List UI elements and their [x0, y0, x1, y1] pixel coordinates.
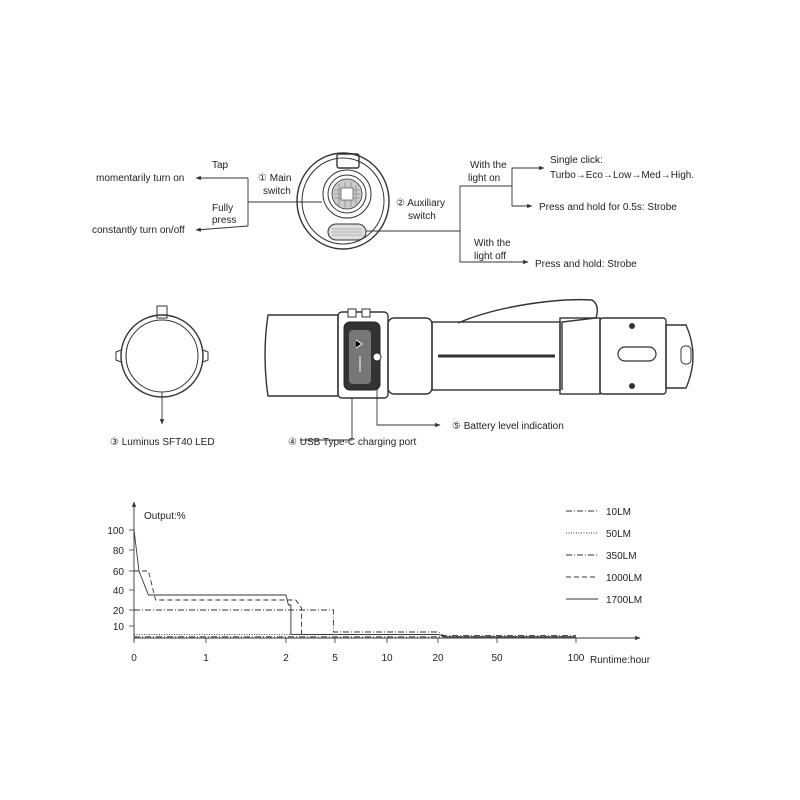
y-tick-label: 10 — [113, 622, 125, 633]
x-tick-label: 2 — [283, 653, 289, 664]
y-tick-label: 80 — [113, 546, 125, 557]
aux-switch-label-1: ② Auxiliary — [396, 198, 445, 209]
fully-press-label-2: press — [212, 215, 236, 226]
series-line-1000lm — [134, 570, 576, 638]
with-light-on-label-1: With the — [470, 160, 507, 171]
chart-legend: 10LM 50LM 350LM 1000LM 1700LM — [566, 507, 642, 606]
x-tick-label: 1 — [203, 653, 209, 664]
legend-label: 1000LM — [606, 573, 642, 584]
single-click-label: Single click: — [550, 155, 603, 166]
series-line-1700lm — [133, 529, 576, 638]
battery-label: ⑤ Battery level indication — [452, 421, 564, 432]
legend-label: 1700LM — [606, 595, 642, 606]
usb-label: ④ USB Type-C charging port — [288, 437, 417, 448]
mode-sequence-label: Turbo→Eco→Low→Med→High. — [550, 170, 694, 181]
main-switch-label-1: ① Main — [258, 173, 291, 184]
press-hold-off-label: Press and hold: Strobe — [535, 259, 637, 270]
led-head-illustration — [115, 305, 209, 398]
tail-switch-illustration — [296, 152, 390, 250]
chart-series — [133, 529, 576, 638]
aux-switch-leaders — [366, 165, 545, 265]
main-switch-label-2: switch — [263, 186, 291, 197]
tap-label: Tap — [212, 160, 229, 171]
y-tick-label: 100 — [107, 526, 124, 537]
fully-press-label-1: Fully — [212, 203, 233, 214]
y-ticks: 10 20 40 60 80 100 — [107, 526, 134, 633]
with-light-off-label-1: With the — [474, 238, 511, 249]
press-hold-on-label: Press and hold for 0.5s: Strobe — [539, 202, 677, 213]
led-label: ③ Luminus SFT40 LED — [110, 437, 215, 448]
x-tick-label: 0 — [131, 653, 137, 664]
momentary-label: momentarily turn on — [96, 173, 184, 184]
y-axis-label: Output:% — [144, 511, 186, 522]
x-tick-label: 100 — [568, 653, 585, 664]
x-axis-label: Runtime:hour — [590, 655, 651, 666]
main-switch-knurl-icon — [331, 178, 363, 210]
x-tick-label: 5 — [332, 653, 338, 664]
aux-switch-label-2: switch — [408, 211, 436, 222]
y-tick-label: 60 — [113, 567, 125, 578]
series-line-350lm — [134, 609, 576, 637]
legend-label: 350LM — [606, 551, 637, 562]
x-tick-label: 20 — [432, 653, 444, 664]
legend-label: 50LM — [606, 529, 631, 540]
x-tick-label: 10 — [381, 653, 393, 664]
y-tick-label: 20 — [113, 606, 125, 617]
with-light-off-label-2: light off — [474, 251, 506, 262]
main-switch-leaders — [195, 175, 322, 232]
runtime-chart: Output:% Runtime:hour 10 20 40 60 80 100 0 1 2 5… — [107, 501, 651, 666]
with-light-on-label-2: light on — [468, 173, 500, 184]
x-ticks: 0 1 2 5 10 20 50 100 — [131, 638, 585, 664]
flashlight-body-illustration — [264, 298, 694, 399]
legend-label: 10LM — [606, 507, 631, 518]
x-tick-label: 50 — [491, 653, 503, 664]
usb-leader — [300, 398, 353, 441]
battery-leader — [376, 362, 441, 428]
y-tick-label: 40 — [113, 586, 125, 597]
constant-label: constantly turn on/off — [92, 225, 185, 236]
